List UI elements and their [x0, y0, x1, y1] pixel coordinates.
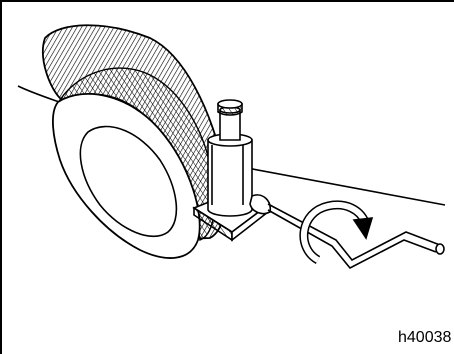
figure-reference-code: h40038 — [398, 329, 451, 347]
rotation-arrow — [304, 205, 372, 260]
tire — [43, 25, 226, 258]
